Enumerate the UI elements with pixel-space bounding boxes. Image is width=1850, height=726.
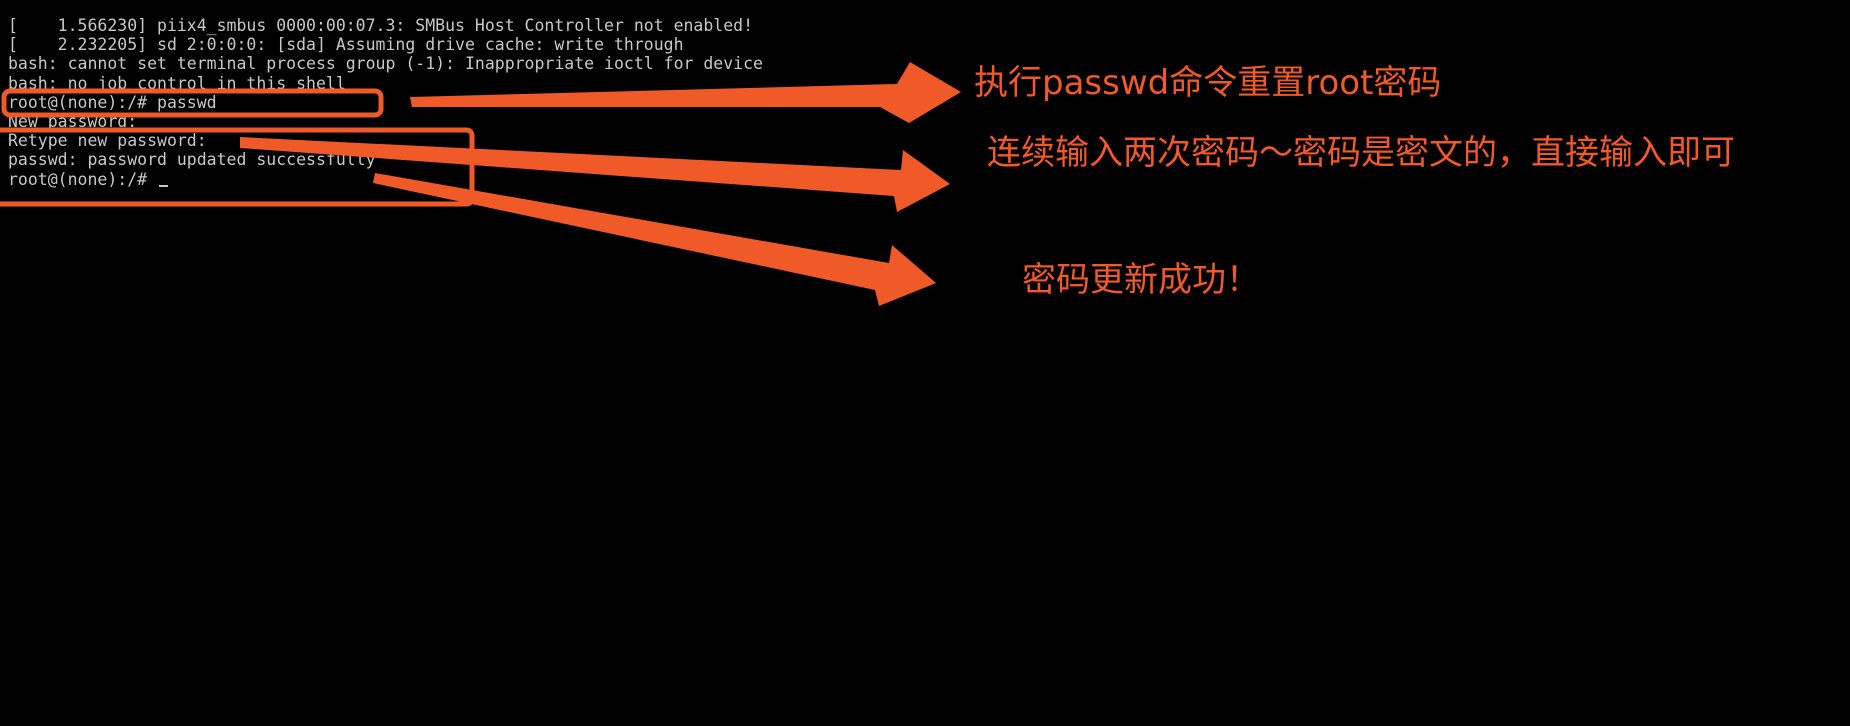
highlight-box-password-prompts [0, 127, 475, 207]
terminal-line: [ 2.232205] sd 2:0:0:0: [sda] Assuming d… [8, 35, 684, 55]
terminal-prompt: root@(none):/# [8, 169, 158, 189]
annotation-reset-password: 执行passwd命令重置root密码 [974, 63, 1442, 103]
terminal-line-retype-password: Retype new password: [8, 131, 207, 151]
terminal-line: bash: cannot set terminal process group … [8, 54, 763, 74]
text-cursor [159, 184, 169, 187]
terminal-output[interactable]: [ 1.566230] piix4_smbus 0000:00:07.3: SM… [8, 16, 908, 189]
arrow-to-note-2 [240, 137, 950, 212]
arrow-to-note-1 [410, 62, 961, 123]
terminal-prompt-line[interactable]: root@(none):/# [8, 170, 908, 189]
arrow-to-note-3 [373, 173, 936, 306]
terminal-line: bash: no job control in this shell [8, 73, 346, 93]
annotation-enter-password-twice: 连续输入两次密码～密码是密文的，直接输入即可 [987, 133, 1735, 173]
annotation-password-updated: 密码更新成功！ [1022, 260, 1260, 300]
terminal-line: [ 1.566230] piix4_smbus 0000:00:07.3: SM… [8, 16, 754, 35]
terminal-line-passwd-command: root@(none):/# passwd [8, 92, 217, 112]
highlight-box-passwd-command [1, 88, 384, 118]
